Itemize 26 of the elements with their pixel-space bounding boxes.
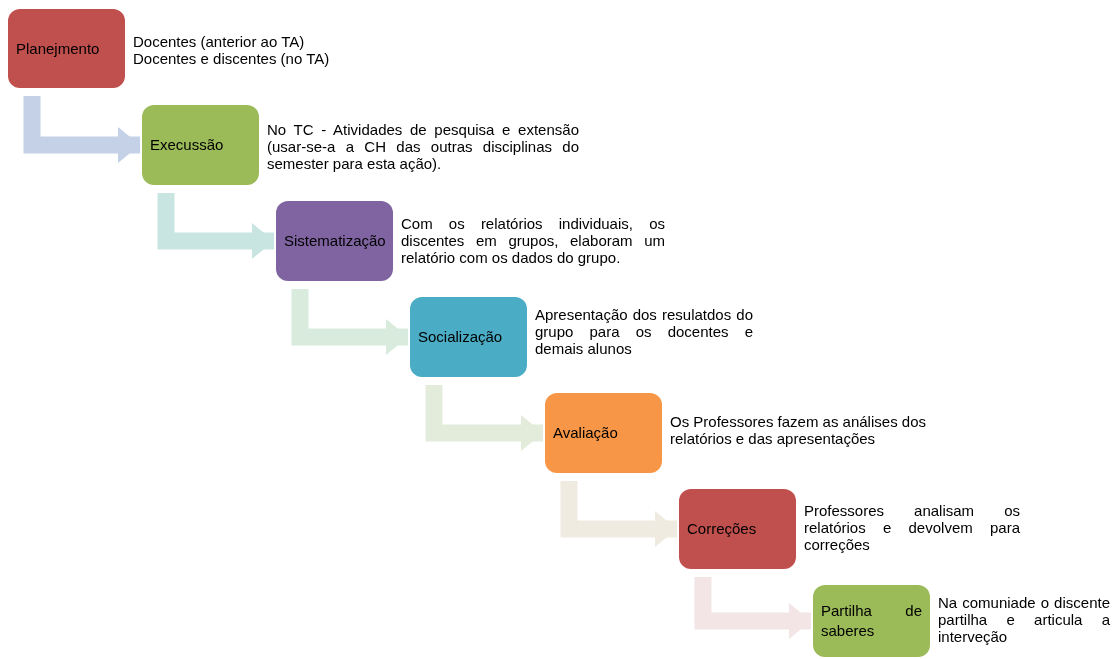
step-description: Professores analisam os relatórios e devolvem para correções — [804, 502, 1020, 553]
process-box — [545, 393, 662, 473]
step-description: Com os relatórios individuais, os discentes em grupos, elaboram um relatório com os dados do grupo. — [401, 215, 665, 266]
step-title: Planejmento — [16, 38, 101, 59]
process-box — [410, 297, 527, 377]
bent-arrow — [291, 289, 408, 355]
step-title: Execussão — [150, 135, 225, 155]
process-box — [8, 9, 125, 88]
bent-arrow — [425, 385, 543, 451]
step-title: Correções — [687, 519, 758, 539]
process-box — [142, 105, 259, 185]
step-description: Os Professores fazem as análises dos relatórios e das apresentações — [670, 413, 926, 447]
step-description: Na comuniade o discente partilha e articula a interveção — [938, 594, 1110, 645]
step-title: Partilha de saberes — [821, 601, 922, 641]
step-title: Sistematização — [284, 231, 385, 251]
bent-arrow — [694, 577, 811, 639]
step-title: Avaliação — [553, 423, 619, 443]
process-box — [813, 585, 930, 657]
step-description: Docentes e discentes (no TA) — [133, 50, 331, 67]
bent-arrow — [560, 481, 677, 547]
process-box — [679, 489, 796, 569]
step-description: No TC - Atividades de pesquisa e extensão (usar-se-a a CH das outras disciplinas do semester para esta ação). — [267, 121, 579, 172]
step-title: Socialização — [418, 327, 504, 347]
step-description: Docentes (anterior ao TA) — [133, 33, 306, 50]
process-box — [276, 201, 393, 281]
step-description: Apresentação dos resulatdos do grupo para os docentes e demais alunos — [535, 306, 753, 357]
